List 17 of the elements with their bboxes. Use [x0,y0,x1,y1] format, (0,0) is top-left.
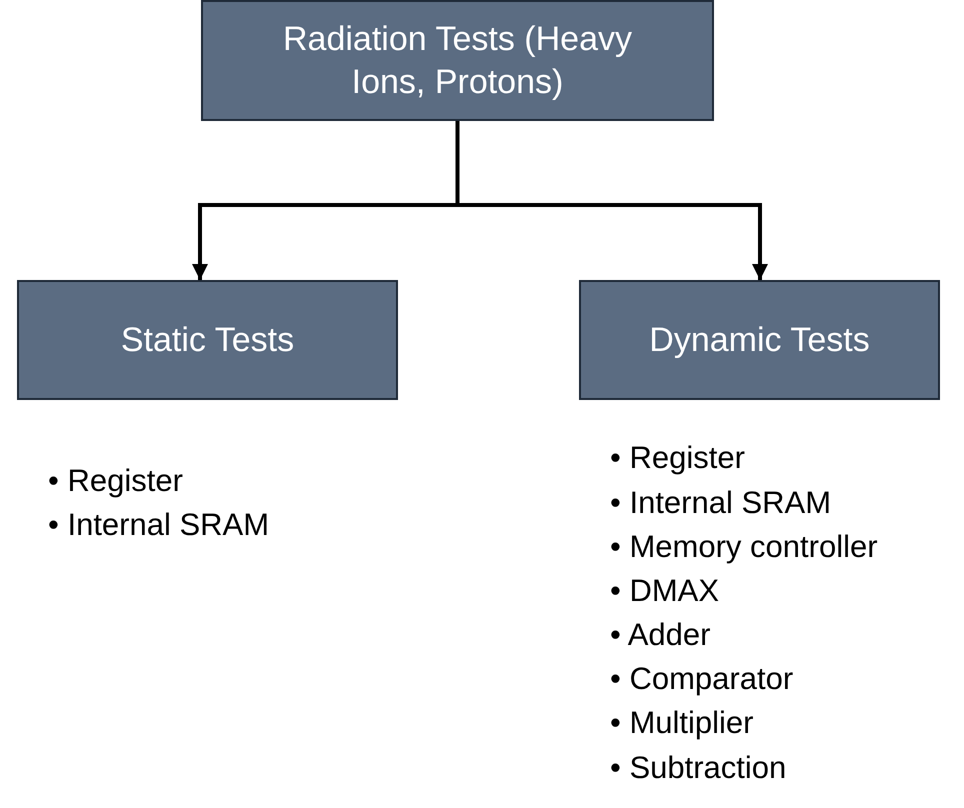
list-item: • Multiplier [610,704,754,742]
list-item: • Memory controller [610,528,878,566]
list-item: • Subtraction [610,749,786,786]
box-label: Static Tests [120,320,296,361]
process-box [579,280,940,400]
list-item: • Register [610,439,745,476]
list-item: • Internal SRAM [610,484,832,522]
list-item: • Register [48,462,183,500]
box-label: Radiation Tests (Heavy Ions, Protons) [282,19,633,102]
arrow [456,121,768,280]
process-box [17,280,398,400]
process-box [201,0,714,121]
box-label: Dynamic Tests [648,320,871,361]
list-item: • Adder [610,616,710,654]
list-item: • Internal SRAM [48,506,270,544]
list-item: • Comparator [610,660,794,698]
list-item: • DMAX [610,572,720,610]
